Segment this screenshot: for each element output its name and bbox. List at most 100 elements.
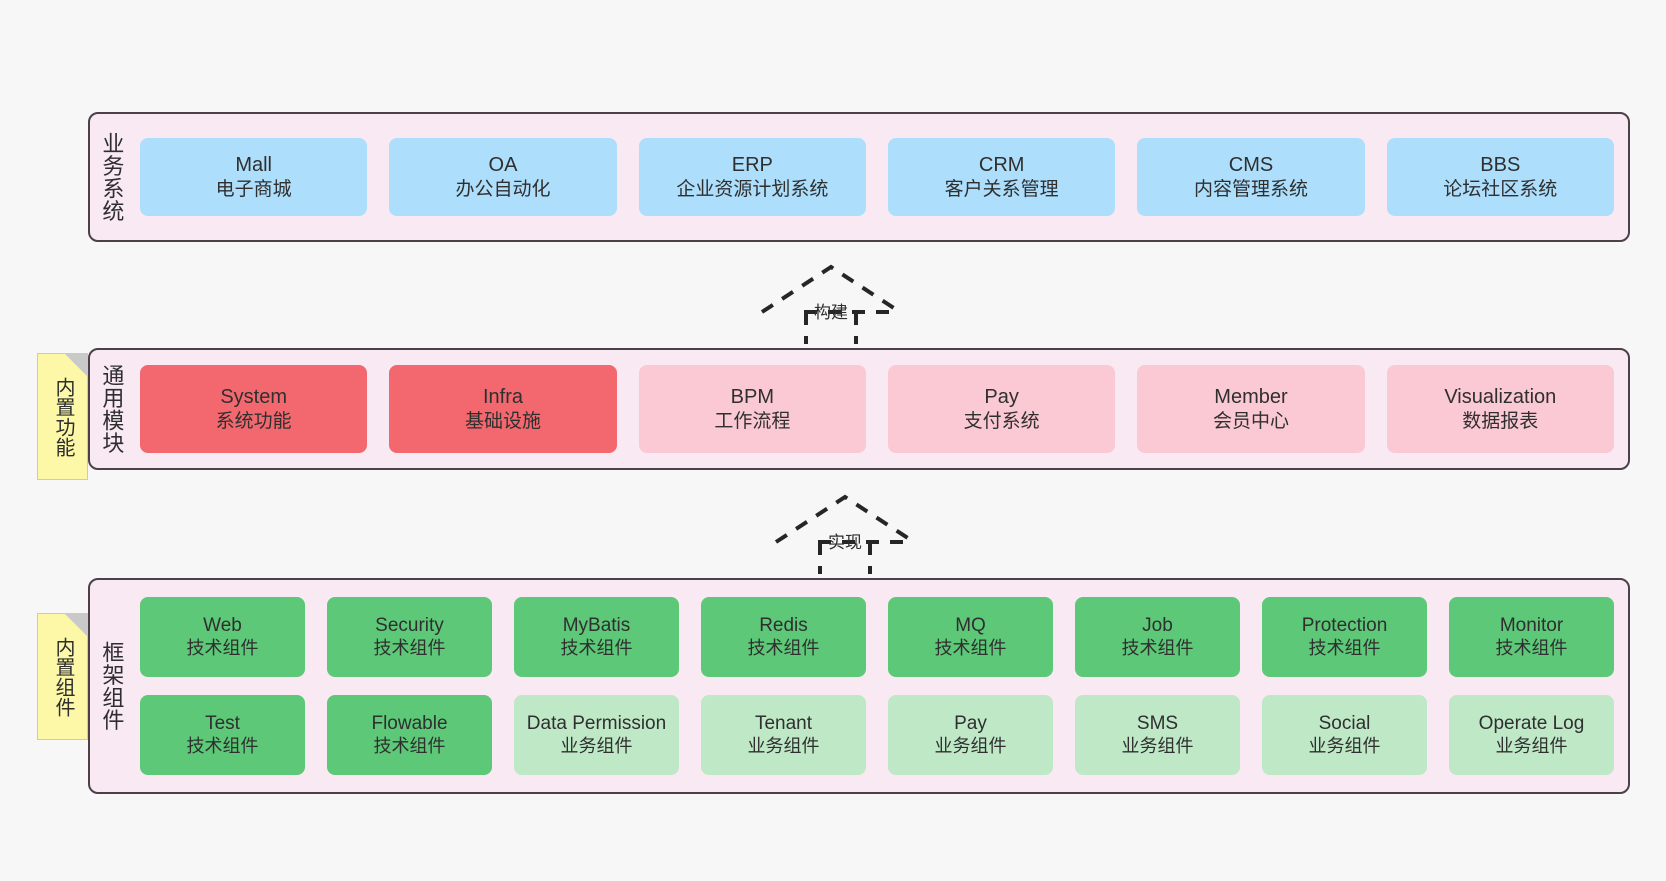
card-system[interactable]: System 系统功能	[140, 365, 368, 453]
card-title: Job	[1142, 615, 1173, 637]
card-sms[interactable]: SMS 业务组件	[1075, 695, 1240, 775]
card-tenant[interactable]: Tenant 业务组件	[701, 695, 866, 775]
card-subtitle: 支付系统	[963, 410, 1040, 432]
card-title: Visualization	[1444, 386, 1557, 409]
card-row: System 系统功能 Infra 基础设施 BPM 工作流程 Pay 支付系统…	[140, 365, 1614, 453]
card-title: Mall	[235, 154, 272, 177]
layer-framework-component: 框架组件 Web 技术组件 Security 技术组件 MyBatis 技术组件…	[88, 578, 1630, 794]
card-title: SMS	[1136, 713, 1179, 735]
card-mybatis[interactable]: MyBatis 技术组件	[514, 597, 679, 677]
card-subtitle: 内容管理系统	[1193, 178, 1308, 200]
card-pay-module[interactable]: Pay 支付系统	[887, 365, 1116, 453]
card-title: Tenant	[754, 713, 813, 735]
card-bpm[interactable]: BPM 工作流程	[638, 365, 866, 453]
dashed-hollow-arrow-up-icon	[760, 264, 902, 344]
card-title: Infra	[482, 386, 523, 409]
card-test[interactable]: Test 技术组件	[140, 695, 305, 775]
card-title: Web	[203, 615, 242, 637]
card-subtitle: 技术组件	[560, 637, 633, 658]
card-title: Pay	[954, 713, 987, 735]
card-title: BPM	[730, 386, 774, 409]
card-mall[interactable]: Mall 电子商城	[140, 138, 368, 216]
card-oa[interactable]: OA 办公自动化	[389, 138, 617, 216]
card-title: Test	[205, 713, 240, 735]
card-subtitle: 业务组件	[560, 735, 633, 756]
card-subtitle: 企业资源计划系统	[676, 178, 829, 200]
card-row: Mall 电子商城 OA 办公自动化 ERP 企业资源计划系统 CRM 客户关系…	[140, 138, 1614, 216]
card-visualization[interactable]: Visualization 数据报表	[1386, 365, 1614, 453]
card-redis[interactable]: Redis 技术组件	[701, 597, 866, 677]
card-subtitle: 技术组件	[1495, 637, 1568, 658]
connector-implement-label: 实现	[828, 533, 862, 552]
card-bbs[interactable]: BBS 论坛社区系统	[1386, 138, 1614, 216]
card-subtitle: 办公自动化	[455, 178, 551, 200]
card-title: Security	[375, 615, 444, 637]
card-title: System	[220, 386, 287, 409]
card-subtitle: 论坛社区系统	[1443, 178, 1558, 200]
card-title: Member	[1214, 386, 1288, 409]
card-subtitle: 电子商城	[215, 178, 292, 200]
card-subtitle: 业务组件	[1308, 735, 1381, 756]
card-job[interactable]: Job 技术组件	[1075, 597, 1240, 677]
note-fold-corner-icon	[65, 614, 87, 636]
note-fold-corner-icon	[65, 354, 87, 376]
card-subtitle: 技术组件	[373, 735, 446, 756]
connector-build: 构建	[758, 262, 904, 344]
connector-implement: 实现	[772, 492, 918, 574]
card-row: Test 技术组件 Flowable 技术组件 Data Permission …	[140, 695, 1614, 775]
card-pay-component[interactable]: Pay 业务组件	[888, 695, 1053, 775]
card-title: Flowable	[371, 713, 448, 735]
layer-framework-component-title: 框架组件	[99, 641, 125, 731]
note-builtin-component-label: 内置组件	[52, 636, 74, 717]
card-title: Social	[1318, 713, 1371, 735]
note-builtin-component: 内置组件	[37, 613, 88, 740]
card-subtitle: 客户关系管理	[944, 178, 1059, 200]
card-security[interactable]: Security 技术组件	[327, 597, 492, 677]
card-subtitle: 技术组件	[1308, 637, 1381, 658]
card-subtitle: 业务组件	[1495, 735, 1568, 756]
dashed-hollow-arrow-up-icon	[774, 494, 916, 574]
card-erp[interactable]: ERP 企业资源计划系统	[638, 138, 866, 216]
card-protection[interactable]: Protection 技术组件	[1262, 597, 1427, 677]
card-title: ERP	[731, 154, 773, 177]
card-data-permission[interactable]: Data Permission 业务组件	[514, 695, 679, 775]
note-builtin-function: 内置功能	[37, 353, 88, 480]
card-web[interactable]: Web 技术组件	[140, 597, 305, 677]
note-builtin-function-label: 内置功能	[52, 376, 74, 457]
card-social[interactable]: Social 业务组件	[1262, 695, 1427, 775]
card-member[interactable]: Member 会员中心	[1137, 365, 1365, 453]
card-title: MyBatis	[562, 615, 631, 637]
card-title: Protection	[1301, 615, 1388, 637]
layer-common-module-body: System 系统功能 Infra 基础设施 BPM 工作流程 Pay 支付系统…	[132, 350, 1628, 468]
card-crm[interactable]: CRM 客户关系管理	[887, 138, 1116, 216]
card-title: Data Permission	[526, 713, 667, 735]
card-subtitle: 技术组件	[373, 637, 446, 658]
card-subtitle: 技术组件	[1121, 637, 1194, 658]
card-title: CRM	[978, 154, 1025, 177]
card-subtitle: 业务组件	[747, 735, 820, 756]
card-subtitle: 技术组件	[186, 637, 259, 658]
card-title: Redis	[759, 615, 808, 637]
connector-build-label: 构建	[814, 303, 848, 322]
card-infra[interactable]: Infra 基础设施	[389, 365, 617, 453]
card-title: Operate Log	[1478, 713, 1585, 735]
card-operate-log[interactable]: Operate Log 业务组件	[1449, 695, 1614, 775]
layer-common-module-title: 通用模块	[99, 364, 125, 454]
card-subtitle: 会员中心	[1212, 410, 1289, 432]
card-title: BBS	[1480, 154, 1521, 177]
card-cms[interactable]: CMS 内容管理系统	[1137, 138, 1365, 216]
card-row: Web 技术组件 Security 技术组件 MyBatis 技术组件 Redi…	[140, 597, 1614, 677]
card-title: Pay	[984, 386, 1019, 409]
card-subtitle: 工作流程	[714, 410, 791, 432]
layer-common-module: 通用模块 System 系统功能 Infra 基础设施 BPM 工作流程 Pay…	[88, 348, 1630, 470]
card-mq[interactable]: MQ 技术组件	[888, 597, 1053, 677]
card-monitor[interactable]: Monitor 技术组件	[1449, 597, 1614, 677]
card-title: CMS	[1228, 154, 1274, 177]
card-subtitle: 系统功能	[215, 410, 292, 432]
card-subtitle: 业务组件	[934, 735, 1007, 756]
layer-business-system-body: Mall 电子商城 OA 办公自动化 ERP 企业资源计划系统 CRM 客户关系…	[132, 114, 1628, 240]
card-title: Monitor	[1499, 615, 1564, 637]
card-flowable[interactable]: Flowable 技术组件	[327, 695, 492, 775]
layer-framework-component-body: Web 技术组件 Security 技术组件 MyBatis 技术组件 Redi…	[132, 580, 1628, 792]
